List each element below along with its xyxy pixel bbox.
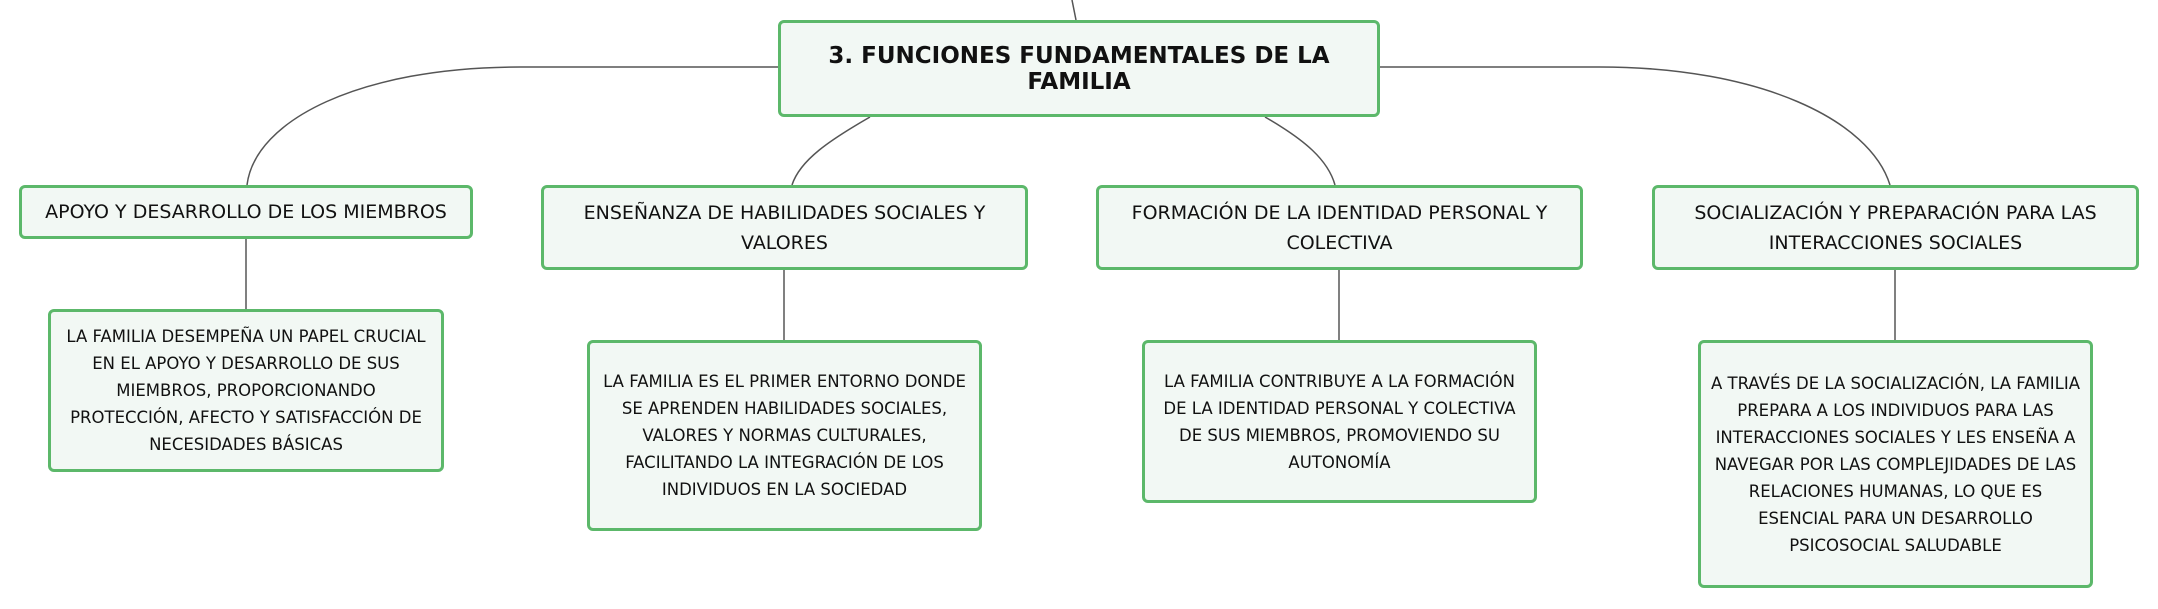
detail-topic-ensenanza[interactable]: LA FAMILIA ES EL PRIMER ENTORNO DONDE SE… [587,340,982,531]
branch-topic-apoyo[interactable]: APOYO Y DESARROLLO DE LOS MIEMBROS [19,185,473,239]
branch-topic-label: ENSEÑANZA DE HABILIDADES SOCIALES Y VALO… [583,201,986,254]
branch-topic-socializacion[interactable]: SOCIALIZACIÓN Y PREPARACIÓN PARA LAS INT… [1652,185,2139,270]
detail-topic-socializacion[interactable]: A TRAVÉS DE LA SOCIALIZACIÓN, LA FAMILIA… [1698,340,2093,588]
root-topic[interactable]: 3. FUNCIONES FUNDAMENTALES DE LA FAMILIA [778,20,1380,117]
branch-topic-label: FORMACIÓN DE LA IDENTIDAD PERSONAL Y COL… [1131,201,1548,254]
connector-from-parent [1071,0,1077,21]
detail-topic-text: LA FAMILIA CONTRIBUYE A LA FORMACIÓN DE … [1163,371,1516,472]
branch-topic-ensenanza[interactable]: ENSEÑANZA DE HABILIDADES SOCIALES Y VALO… [541,185,1028,270]
branch-topic-identidad[interactable]: FORMACIÓN DE LA IDENTIDAD PERSONAL Y COL… [1096,185,1583,270]
detail-topic-text: LA FAMILIA DESEMPEÑA UN PAPEL CRUCIAL EN… [66,327,426,454]
detail-topic-text: LA FAMILIA ES EL PRIMER ENTORNO DONDE SE… [603,372,966,499]
branch-topic-label: SOCIALIZACIÓN Y PREPARACIÓN PARA LAS INT… [1694,201,2097,254]
branch-topic-label: APOYO Y DESARROLLO DE LOS MIEMBROS [45,201,447,223]
connector-root-to-branch-2 [791,116,871,186]
detail-topic-identidad[interactable]: LA FAMILIA CONTRIBUYE A LA FORMACIÓN DE … [1142,340,1537,503]
connector-root-to-branch-3 [1264,116,1336,186]
detail-topic-text: A TRAVÉS DE LA SOCIALIZACIÓN, LA FAMILIA… [1710,373,2081,555]
connector-root-to-branch-4 [1378,66,1891,186]
root-topic-label: 3. FUNCIONES FUNDAMENTALES DE LA FAMILIA [828,42,1330,95]
connector-root-to-branch-1 [246,66,780,186]
detail-topic-apoyo[interactable]: LA FAMILIA DESEMPEÑA UN PAPEL CRUCIAL EN… [48,309,444,472]
